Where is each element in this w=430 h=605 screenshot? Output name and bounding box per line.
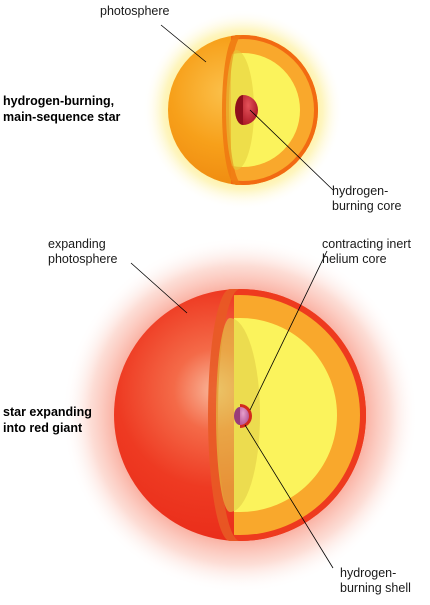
cutaway-interior	[234, 289, 366, 541]
label-contracting-helium-core: contracting inert helium core	[322, 237, 411, 267]
label-line: hydrogen-	[340, 566, 397, 580]
caption-red-giant: star expanding into red giant	[3, 404, 92, 436]
helium-core-cut-face	[234, 407, 240, 425]
caption-line: into red giant	[3, 421, 83, 435]
caption-line: hydrogen-burning,	[3, 94, 115, 108]
label-line: burning shell	[340, 581, 411, 595]
caption-line: star expanding	[3, 405, 92, 419]
label-line: helium core	[322, 252, 387, 266]
leader-helium-core	[249, 250, 328, 411]
label-line: expanding	[48, 237, 106, 251]
label-line: hydrogen-	[332, 184, 389, 198]
label-hydrogen-burning-core: hydrogen- burning core	[332, 184, 402, 214]
label-line: contracting inert	[322, 237, 411, 251]
label-hydrogen-burning-shell: hydrogen- burning shell	[340, 566, 411, 596]
leader-hydrogen-core	[249, 109, 334, 191]
main-sequence-star	[143, 10, 343, 210]
core-cut-face	[235, 95, 243, 125]
leader-hydrogen-shell	[244, 424, 334, 569]
caption-main-sequence-star: hydrogen-burning, main-sequence star	[3, 93, 120, 125]
label-expanding-photosphere: expanding photosphere	[48, 237, 118, 267]
caption-line: main-sequence star	[3, 110, 121, 124]
cut-edge	[222, 35, 243, 185]
helium-core	[240, 407, 249, 425]
label-line: burning core	[332, 199, 402, 213]
leader-photosphere	[130, 262, 188, 314]
label-line: photosphere	[48, 252, 118, 266]
label-photosphere: photosphere	[100, 4, 170, 18]
leader-photosphere	[160, 24, 207, 63]
red-giant-star	[62, 237, 418, 593]
cut-edge	[208, 289, 240, 541]
cutaway-interior	[231, 35, 318, 185]
